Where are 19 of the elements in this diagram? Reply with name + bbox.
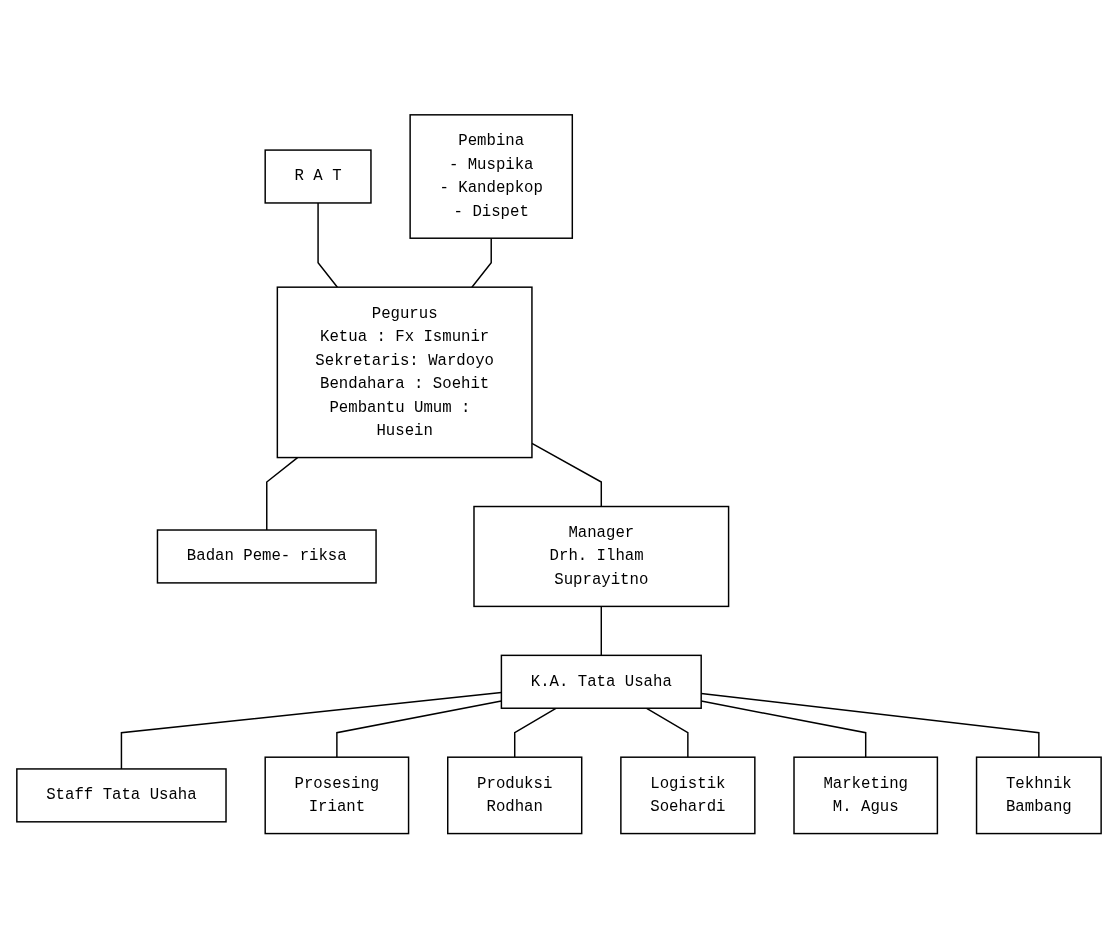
- node-box: Tekhnik Bambang: [975, 756, 1102, 835]
- connector: [514, 707, 558, 758]
- connector: [317, 202, 339, 288]
- connector: [471, 237, 492, 288]
- node-box: Prosesing Iriant: [264, 756, 410, 835]
- connector: [266, 456, 299, 531]
- connector: [600, 605, 603, 656]
- connector: [645, 707, 689, 758]
- node-box: Badan Peme- riksa: [156, 529, 377, 584]
- node-box: Manager Drh. Ilham Suprayitno: [473, 505, 730, 607]
- node-box: Logistik Soehardi: [620, 756, 756, 835]
- node-box: R A T: [264, 149, 372, 204]
- node-box: K.A. Tata Usaha: [500, 654, 702, 709]
- node-box: Pembina - Muspika - Kandepkop - Dispet: [409, 113, 574, 239]
- node-box: Marketing M. Agus: [793, 756, 939, 835]
- node-box: Produksi Rodhan: [447, 756, 583, 835]
- node-box: Pegurus Ketua : Fx Ismunir Sekretaris: Wardoyo Bendahara : Soehit Pembantu Umum : Husein: [276, 286, 533, 459]
- node-box: Staff Tata Usaha: [16, 768, 227, 823]
- connector: [531, 442, 603, 508]
